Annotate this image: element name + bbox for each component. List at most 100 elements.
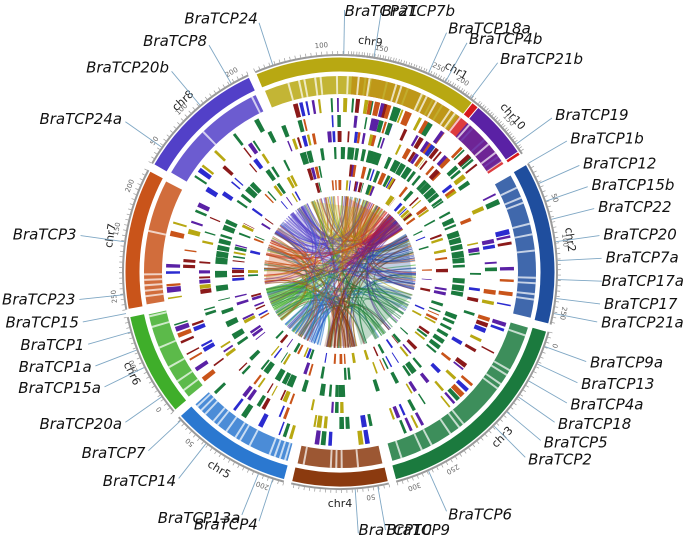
tick-label: 0 [550, 342, 559, 349]
track-segment [432, 130, 445, 144]
tick-mark [237, 465, 240, 469]
track-segment [202, 240, 214, 245]
tick-mark [125, 218, 129, 221]
track-segment [214, 270, 228, 278]
track-segment [241, 365, 251, 375]
track-segment [382, 175, 391, 188]
track-segment [220, 340, 231, 349]
track-segment [435, 256, 448, 261]
track-segment [399, 128, 408, 141]
synteny-link [366, 221, 398, 330]
track-segment [280, 389, 287, 401]
tick-label: 250 [110, 289, 119, 303]
track-gap [176, 370, 193, 383]
track-segment [499, 266, 514, 271]
track-segment [431, 198, 443, 208]
track-segment [445, 189, 457, 199]
tick-mark [294, 55, 296, 59]
track-segment [255, 331, 266, 340]
track-segment [433, 249, 447, 255]
track-segment [457, 180, 471, 191]
track-segment [353, 181, 357, 192]
track-segment [460, 375, 474, 387]
chromosome-block-chr6 [129, 312, 188, 411]
tick-mark [551, 322, 556, 324]
track-segment [444, 391, 456, 405]
track-segment [464, 343, 477, 353]
track-segment [289, 393, 296, 405]
gene-label: BraTCP13a [158, 509, 241, 527]
track-gap [512, 222, 531, 229]
track-gap [302, 446, 308, 465]
track-segment [363, 429, 370, 445]
tick-mark [510, 407, 514, 410]
track-segment [432, 200, 444, 209]
synteny-link [264, 227, 402, 284]
track-segment [360, 182, 364, 193]
tick-mark [476, 441, 480, 444]
tick-mark [197, 438, 200, 442]
track-segment [377, 172, 386, 185]
tick-mark [401, 480, 404, 484]
tick-mark [492, 426, 496, 430]
track-segment [465, 163, 478, 174]
data-tracks-layer [144, 75, 536, 468]
gene-label: BraTCP20b [86, 59, 169, 77]
track-segment [441, 184, 453, 194]
track-segment [399, 419, 407, 434]
tick-mark [122, 229, 127, 231]
tick-label: 50 [184, 436, 196, 448]
track-segment [417, 393, 426, 405]
tick-label: 150 [112, 222, 122, 237]
track-segment [236, 199, 248, 209]
track-segment [347, 147, 355, 160]
track-segment [261, 153, 270, 164]
track-band [387, 322, 528, 461]
track-segment [468, 252, 480, 256]
tick-mark [549, 210, 553, 213]
track-segment [418, 246, 429, 251]
tick-mark [218, 454, 221, 458]
tick-mark [546, 341, 550, 344]
track-segment [264, 193, 274, 204]
track-segment [408, 380, 418, 392]
synteny-links-layer [264, 196, 417, 349]
track-segment [225, 347, 237, 357]
tick-mark [201, 441, 204, 445]
track-segment [498, 290, 513, 297]
synteny-link [365, 214, 393, 245]
track-segment [481, 299, 495, 306]
track-segment [369, 118, 377, 131]
tick-mark [124, 224, 128, 226]
gene-leader-line [537, 363, 578, 384]
track-segment [280, 200, 288, 210]
synteny-link [274, 232, 336, 348]
tick-mark [464, 450, 467, 454]
gene-leader-line [506, 411, 541, 441]
track-segment [385, 356, 393, 368]
gene-leader-line [528, 380, 568, 404]
track-segment [446, 165, 459, 177]
track-segment [301, 379, 309, 393]
tick-mark [487, 109, 491, 113]
chromosome-label-chr7: chr7 [102, 222, 119, 248]
track-segment [314, 430, 321, 445]
tick-mark [418, 65, 421, 69]
track-segment [482, 244, 496, 250]
track-segment [425, 313, 438, 321]
tick-mark [426, 471, 429, 475]
track-segment [215, 250, 229, 259]
tick-mark [553, 316, 557, 319]
tick-label: 150 [374, 44, 389, 54]
track-segment [337, 115, 341, 128]
track-segment [281, 124, 290, 138]
synteny-link [287, 200, 368, 242]
track-segment [279, 334, 289, 344]
chromosome-block-chr9 [255, 56, 474, 116]
track-segment [420, 287, 431, 292]
track-segment [199, 261, 211, 264]
track-segment [453, 149, 465, 161]
track-gap [144, 283, 163, 287]
gene-leader-line [343, 10, 346, 55]
track-segment [475, 319, 489, 328]
